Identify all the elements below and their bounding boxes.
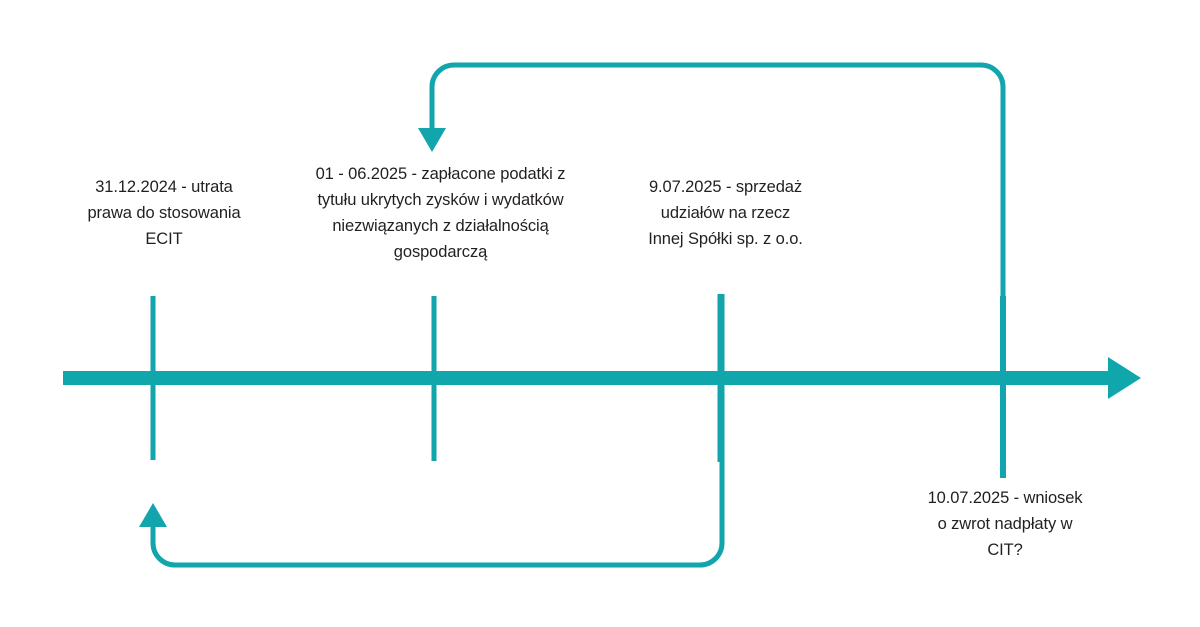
- bottom-feedback-arrowhead-icon: [139, 503, 167, 527]
- timeline-tick-1: [150, 296, 156, 460]
- timeline-axis-arrowhead: [1108, 357, 1141, 399]
- top-feedback-connector-path: [429, 62, 1006, 460]
- timeline-axis-bar: [63, 371, 1110, 385]
- event-label-loss-of-ecit: 31.12.2024 - utrata prawa do stosowania …: [87, 178, 241, 248]
- event-label-taxes-paid: 01 - 06.2025 - zapłacone podatki z tytuł…: [315, 165, 566, 261]
- event-label-refund-request: 10.07.2025 - wniosek o zwrot nadpłaty w …: [927, 489, 1083, 559]
- timeline-tick-2: [431, 296, 437, 461]
- timeline-tick-3: [717, 294, 725, 462]
- top-feedback-arrowhead-icon: [418, 128, 446, 152]
- bottom-feedback-connector-path: [150, 460, 725, 568]
- event-label-share-sale: 9.07.2025 - sprzedaż udziałów na rzecz I…: [648, 178, 803, 248]
